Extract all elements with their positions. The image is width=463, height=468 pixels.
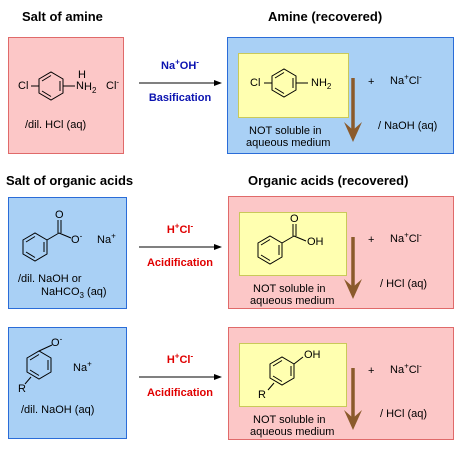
amine-product-highlight: Cl NH2: [238, 53, 349, 118]
organic-acid-recovered-title: Organic acids (recovered): [248, 173, 409, 188]
carbonyl-o-label: O: [290, 213, 299, 225]
amine-recovered-box: Cl NH2 + Na+Cl- / NaOH (aq) NOT soluble …: [227, 37, 454, 154]
basification-label: Basification: [148, 92, 212, 104]
phenoxide-o-label: O-: [51, 334, 63, 349]
amine-salt-box: Cl H N H2 Cl- /dil. HCl (aq): [8, 37, 124, 154]
sodium-chloride-byproduct: Na+Cl-: [390, 72, 422, 87]
phenoxide-salt-box: O- R Na+ /dil. NaOH (aq): [8, 327, 127, 439]
plus-sign: +: [368, 234, 375, 246]
chloroanilinium-structure: [31, 71, 75, 101]
acidification-label: Acidification: [146, 387, 213, 399]
chloroaniline-structure: [264, 68, 308, 98]
phenol-oh-label: OH: [304, 349, 321, 361]
precipitate-down-arrow: [344, 78, 362, 142]
ammonium-h2-label: H2: [84, 81, 97, 96]
phenoxide-solvent: /dil. NaOH (aq): [21, 404, 95, 416]
acid-recovered-box: O OH + Na+Cl- / HCl (aq) NOT soluble in …: [228, 196, 454, 309]
insoluble-note-line2: aqueous medium: [250, 295, 335, 307]
insoluble-note-line1: NOT soluble in: [253, 414, 326, 426]
insoluble-note-line2: aqueous medium: [246, 137, 331, 149]
r-group-label: R: [18, 383, 26, 395]
acidification-label: Acidification: [146, 257, 213, 269]
organic-acid-salt-title: Salt of organic acids: [6, 173, 134, 188]
benzoic-acid-structure: [257, 224, 307, 265]
phenol-structure: [267, 356, 304, 391]
plus-sign: +: [368, 365, 375, 377]
sodium-chloride-byproduct: Na+Cl-: [390, 230, 422, 245]
carboxylate-o-label: O-: [71, 231, 83, 246]
carboxylate-solvent-line1: /dil. NaOH or: [18, 273, 82, 285]
precipitate-down-arrow: [344, 368, 362, 430]
phenoxide-structure: [24, 344, 53, 385]
sodium-counter-ion: Na+: [73, 359, 92, 374]
carbonyl-o-label: O: [55, 209, 64, 221]
acid-product-solvent: / HCl (aq): [380, 278, 428, 290]
precipitate-down-arrow: [344, 237, 362, 299]
phenol-product-solvent: / HCl (aq): [380, 408, 428, 420]
acid-product-highlight: O OH: [239, 212, 347, 276]
carboxylate-salt-box: O O- Na+ /dil. NaOH or NaHCO3 (aq): [8, 197, 127, 309]
carboxylate-solvent-line2: NaHCO3 (aq): [41, 286, 107, 301]
insoluble-note-line1: NOT soluble in: [253, 283, 326, 295]
amine-salt-solvent: /dil. HCl (aq): [25, 119, 87, 131]
amine-recovered-title: Amine (recovered): [268, 9, 383, 24]
carboxyl-oh-label: OH: [307, 236, 324, 248]
sodium-counter-ion: Na+: [97, 231, 116, 246]
r-group-label: R: [258, 389, 266, 401]
basification-reagent: Na+OH-: [161, 57, 199, 72]
chloro-label: Cl: [18, 80, 29, 92]
phenol-recovered-box: OH R + Na+Cl- / HCl (aq) NOT soluble in …: [228, 327, 454, 440]
amine-nh2-label: NH2: [311, 77, 332, 92]
acidification-reagent: H+Cl-: [166, 351, 194, 366]
insoluble-note-line2: aqueous medium: [250, 426, 335, 438]
chloride-counter-ion: Cl-: [106, 77, 120, 92]
phenol-product-highlight: OH R: [239, 343, 347, 407]
insoluble-note-line1: NOT soluble in: [249, 125, 322, 137]
sodium-chloride-byproduct: Na+Cl-: [390, 361, 422, 376]
amine-product-solvent: / NaOH (aq): [378, 120, 438, 132]
benzoate-structure: [22, 220, 72, 262]
chloro-label: Cl: [250, 77, 261, 89]
acidification-reagent: H+Cl-: [166, 221, 194, 236]
ammonium-n-label: N: [76, 80, 84, 92]
plus-sign: +: [368, 76, 375, 88]
nh-h-label: H: [78, 69, 86, 81]
amine-salt-title: Salt of amine: [22, 9, 103, 24]
